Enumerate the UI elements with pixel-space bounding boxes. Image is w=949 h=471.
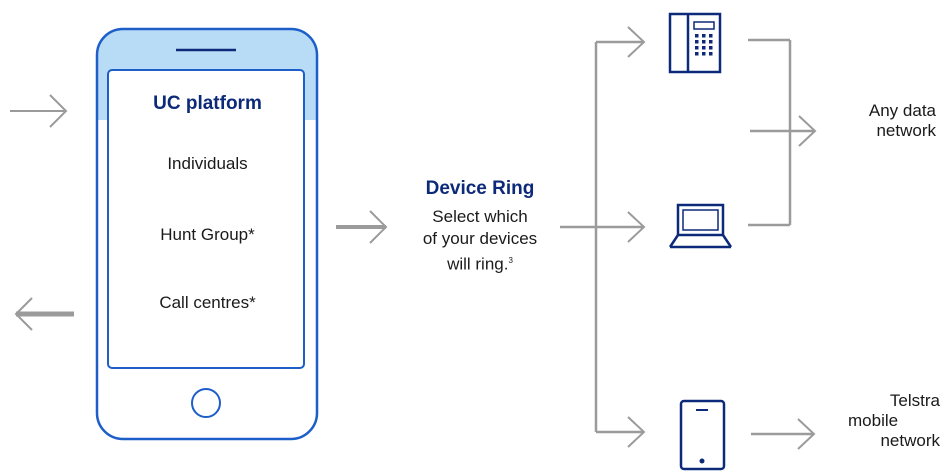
device-ring-description-text: will ring. [447,254,509,274]
data-network-label-line-1: Any data [868,101,936,120]
device-ring-description-line-2: of your devices [422,229,538,248]
incoming-arrow [10,94,68,128]
mobile-network-label: Telstra mobile network [842,391,940,451]
mobile-network-label-line-1: Telstra [889,391,940,410]
mobile-network-arrow [751,418,816,450]
device-ring-description-line-1: Select which [432,207,528,226]
arrow-to-device-ring [336,210,388,244]
footnote-marker: 3 [508,256,513,265]
call-centres-label: Call centres* [159,293,256,312]
data-network-lines [748,38,815,227]
laptop-icon [668,203,733,249]
mobile-phone-icon [679,399,726,471]
device-ring-description-line-3: will ring.3 [385,250,575,275]
mobile-network-label-line-3: network [880,431,940,450]
phone-illustration [95,27,319,441]
outgoing-arrow [14,297,74,331]
home-button-icon [191,388,221,418]
device-ring-title: Device Ring [425,178,535,199]
device-arrowheads [627,26,646,448]
desk-phone-icon [668,12,722,74]
device-distribution-lines [560,40,643,434]
data-network-label: Any data network [840,101,936,141]
data-network-arrowhead [798,115,817,147]
uc-platform-title: UC platform [153,93,262,114]
individuals-label: Individuals [167,154,248,173]
hunt-group-label: Hunt Group* [160,225,255,244]
mobile-network-label-line-2: mobile [848,411,899,430]
data-network-label-line-2: network [876,121,936,140]
